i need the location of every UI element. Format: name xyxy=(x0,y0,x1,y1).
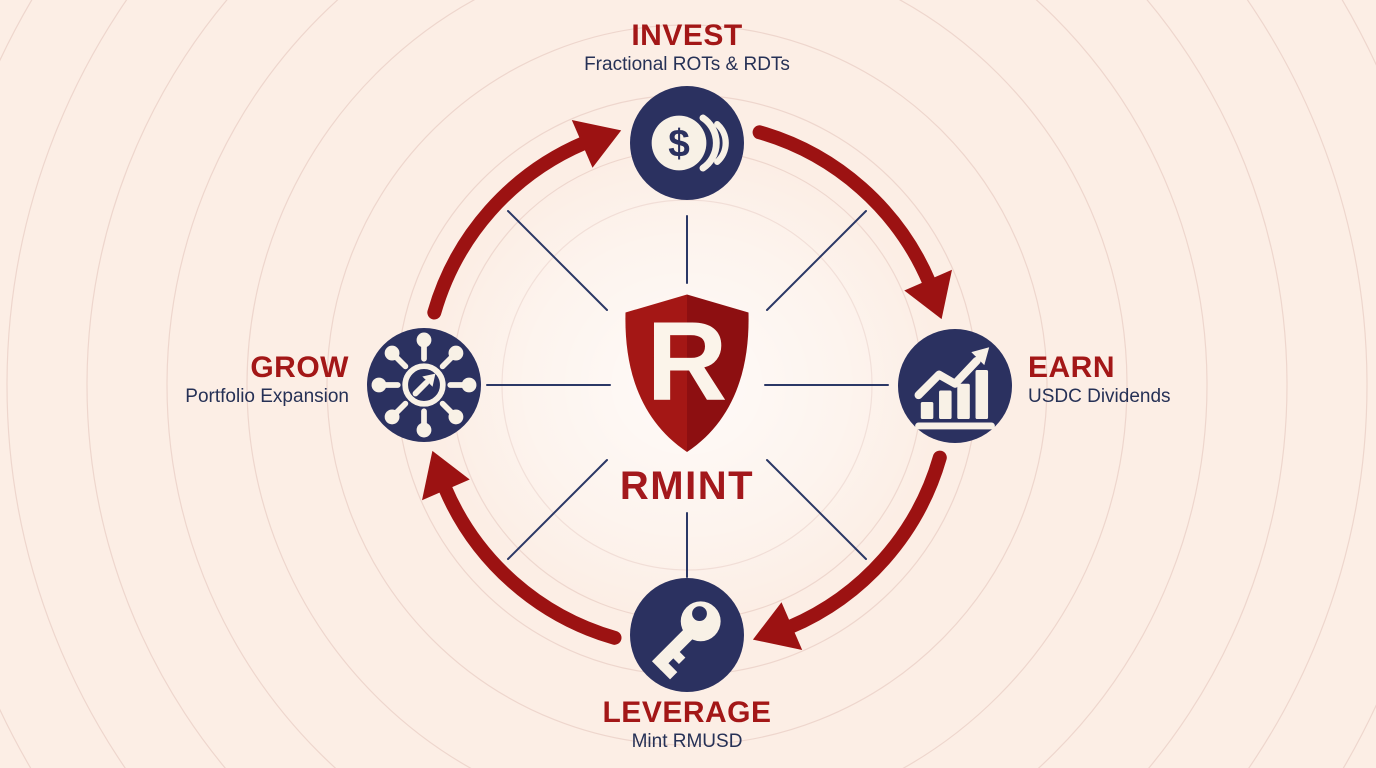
arrowhead-icon xyxy=(904,269,952,320)
arrow-invest-to-earn xyxy=(752,125,952,320)
center-spokes xyxy=(486,210,889,578)
earn-title: EARN xyxy=(1028,351,1116,384)
leverage-label: LEVERAGE Mint RMUSD xyxy=(487,696,887,754)
earn-label: EARN USDC Dividends xyxy=(1028,351,1368,409)
grow-title: GROW xyxy=(250,351,349,384)
growth-chart-icon xyxy=(914,347,995,430)
earn-subtitle: USDC Dividends xyxy=(1028,386,1171,408)
leverage-node-circle xyxy=(630,578,744,692)
earn-node-circle xyxy=(898,329,1012,443)
arrow-grow-to-invest xyxy=(427,120,622,320)
leverage-subtitle: Mint RMUSD xyxy=(631,731,743,753)
brand-shield xyxy=(612,288,762,460)
network-icon xyxy=(371,332,477,438)
arrowhead-icon xyxy=(571,120,622,168)
invest-label: INVEST Fractional ROTs & RDTs xyxy=(487,19,887,77)
grow-label: GROW Portfolio Expansion xyxy=(0,351,349,409)
brand-letter: R xyxy=(646,299,728,424)
coins-icon: $ xyxy=(651,114,729,172)
brand-name: RMINT xyxy=(619,464,755,508)
cycle-arrows xyxy=(422,120,952,650)
arrowhead-icon xyxy=(752,602,803,650)
arrowhead-icon xyxy=(422,450,470,501)
grow-subtitle: Portfolio Expansion xyxy=(185,386,349,408)
invest-title: INVEST xyxy=(631,19,743,52)
arrow-earn-to-leverage xyxy=(752,450,947,650)
shield-icon xyxy=(625,294,749,452)
svg-text:$: $ xyxy=(668,123,690,166)
invest-subtitle: Fractional ROTs & RDTs xyxy=(584,54,790,76)
key-icon xyxy=(651,601,721,680)
leverage-title: LEVERAGE xyxy=(602,696,772,729)
invest-node-circle: $ xyxy=(630,86,744,200)
arrow-leverage-to-grow xyxy=(422,450,622,645)
grow-node-circle xyxy=(367,328,481,442)
